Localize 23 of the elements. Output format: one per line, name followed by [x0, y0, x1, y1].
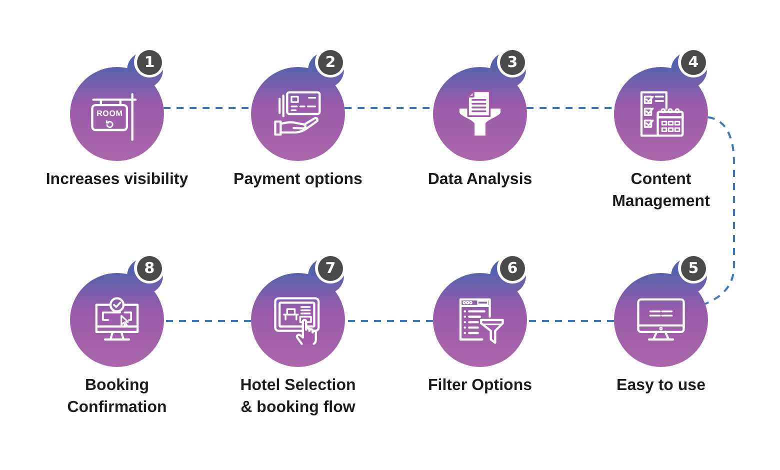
- feature-label: Data Analysis: [426, 170, 534, 190]
- feature-label: Payment options: [232, 170, 364, 190]
- dashed-connector: [527, 320, 614, 322]
- number-badge: 4: [681, 50, 706, 74]
- number-badge: 5: [681, 256, 706, 280]
- feature-label: Filter Options: [427, 376, 533, 396]
- feature-label: Booking Confirmation: [66, 376, 168, 418]
- feature-label: Easy to use: [616, 376, 706, 396]
- dashed-connector: [526, 107, 614, 109]
- number-badge: 8: [137, 256, 162, 280]
- number-badge: 2: [318, 50, 343, 74]
- sign-text: ROOM: [96, 109, 123, 118]
- feature-label: Content Management: [611, 170, 711, 212]
- dashed-connector: [345, 320, 433, 322]
- feature-label: Hotel Selection & booking flow: [239, 376, 357, 418]
- number-badge: 7: [318, 256, 343, 280]
- dashed-connector: [164, 107, 252, 109]
- number-badge: 6: [500, 256, 525, 280]
- dashed-connector: [704, 116, 735, 305]
- number-badge: 1: [137, 50, 162, 74]
- dashed-connector: [164, 320, 251, 322]
- feature-label: Increases visibility: [44, 170, 190, 190]
- number-badge: 3: [500, 50, 525, 74]
